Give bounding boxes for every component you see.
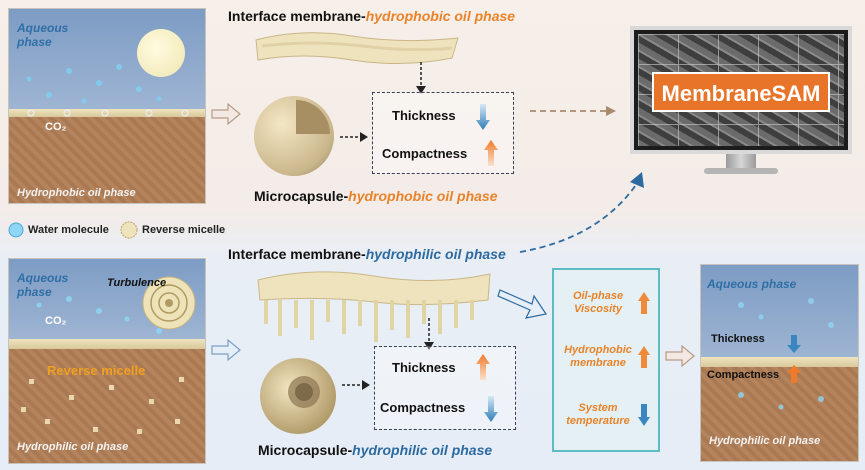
turbulence-icon	[142, 276, 196, 330]
arrow-up-orange-icon	[476, 354, 490, 380]
reverse-micelle-icon	[120, 221, 138, 239]
right-dashed-arrow-icon	[342, 380, 370, 390]
bottom-compactness-label: Compactness	[380, 400, 466, 415]
result-panel: Aqueous phase Thickness Compactness Hydr…	[700, 264, 859, 462]
microcapsule-glow	[137, 29, 185, 77]
hydrophobic-system-panel: Aqueous phase CO₂ Hydrophobic oil phase	[8, 8, 206, 204]
top-compactness-label: Compactness	[382, 146, 468, 161]
hydrophobic-oil-label: Hydrophobic oil phase	[17, 187, 136, 199]
co2-label: CO₂	[45, 315, 67, 327]
arrow-down-blue-icon	[476, 104, 490, 130]
hydrophilic-oil-label: Hydrophilic oil phase	[17, 441, 129, 453]
temperature-label: System temperature	[566, 402, 630, 427]
monitor: MembraneSAM	[630, 26, 852, 176]
result-markers	[738, 298, 834, 410]
hydrophobic-membrane-label: Hydrophobic membrane	[564, 344, 632, 369]
top-membrane-heading: Interface membrane-hydrophobic oil phase	[228, 8, 516, 24]
bottom-membrane-heading: Interface membrane-hydrophilic oil phase	[228, 246, 506, 262]
result-compactness-label: Compactness	[707, 369, 780, 381]
right-dashed-arrow-icon	[340, 132, 368, 142]
arrow-down-blue-icon	[484, 396, 498, 422]
water-molecule-icon	[8, 222, 24, 238]
micelle-particles	[21, 296, 184, 434]
oil-layer	[9, 117, 205, 203]
top-thickness-label: Thickness	[392, 108, 456, 123]
membranesam-banner: MembraneSAM	[652, 72, 830, 112]
membrane-slab-bottom	[257, 271, 491, 342]
legend-micelle-label: Reverse micelle	[142, 224, 226, 236]
legend-water-label: Water molecule	[28, 224, 109, 236]
co2-label: CO₂	[45, 121, 67, 133]
oil-layer	[701, 367, 858, 461]
membrane-slab-top	[255, 32, 459, 65]
microcapsule-smooth	[254, 96, 334, 176]
arrow-up-orange-icon	[638, 292, 650, 314]
aqueous-phase-label: Aqueous phase	[17, 21, 69, 49]
water-droplets	[26, 64, 189, 117]
arrow-up-orange-icon	[484, 140, 498, 166]
aqueous-layer	[701, 265, 858, 361]
arrow-down-blue-icon	[638, 404, 650, 426]
hollow-diag-arrow-icon	[497, 289, 547, 319]
down-dashed-arrow-icon	[416, 62, 426, 94]
arrow-up-orange-icon	[638, 346, 650, 368]
result-oil-label: Hydrophilic oil phase	[709, 435, 821, 447]
bottom-microcapsule-heading: Microcapsule-hydrophilic oil phase	[258, 442, 493, 458]
hollow-arrow-icon	[211, 102, 241, 126]
monitor-base	[704, 168, 778, 174]
turbulence-label: Turbulence	[107, 277, 167, 289]
result-thickness-label: Thickness	[711, 333, 765, 345]
dashed-curve-arrow-icon	[519, 172, 644, 253]
aqueous-phase-label: Aqueous phase	[17, 271, 69, 299]
hollow-arrow-icon	[665, 344, 695, 368]
result-aqueous-label: Aqueous phase	[707, 277, 797, 291]
microcapsule-porous	[260, 358, 336, 434]
interface-membrane-optimized	[701, 357, 858, 367]
hydrophilic-system-panel: Aqueous phase Turbulence CO₂ Reverse mic…	[8, 258, 206, 464]
interface-membrane-thick	[9, 339, 205, 349]
hollow-arrow-blue-icon	[211, 338, 241, 362]
dashed-arrow-to-monitor-icon	[530, 106, 616, 116]
oil-layer	[9, 349, 205, 463]
interface-membrane-thin	[9, 109, 205, 117]
bottom-thickness-label: Thickness	[392, 360, 456, 375]
viscosity-label: Oil-phase Viscosity	[572, 290, 624, 315]
reverse-micelle-label: Reverse micelle	[47, 363, 146, 378]
monitor-screen: MembraneSAM	[630, 26, 852, 154]
microcapsule-cutout	[296, 100, 330, 134]
top-microcapsule-heading: Microcapsule-hydrophobic oil phase	[254, 188, 498, 204]
monitor-neck	[726, 154, 756, 168]
